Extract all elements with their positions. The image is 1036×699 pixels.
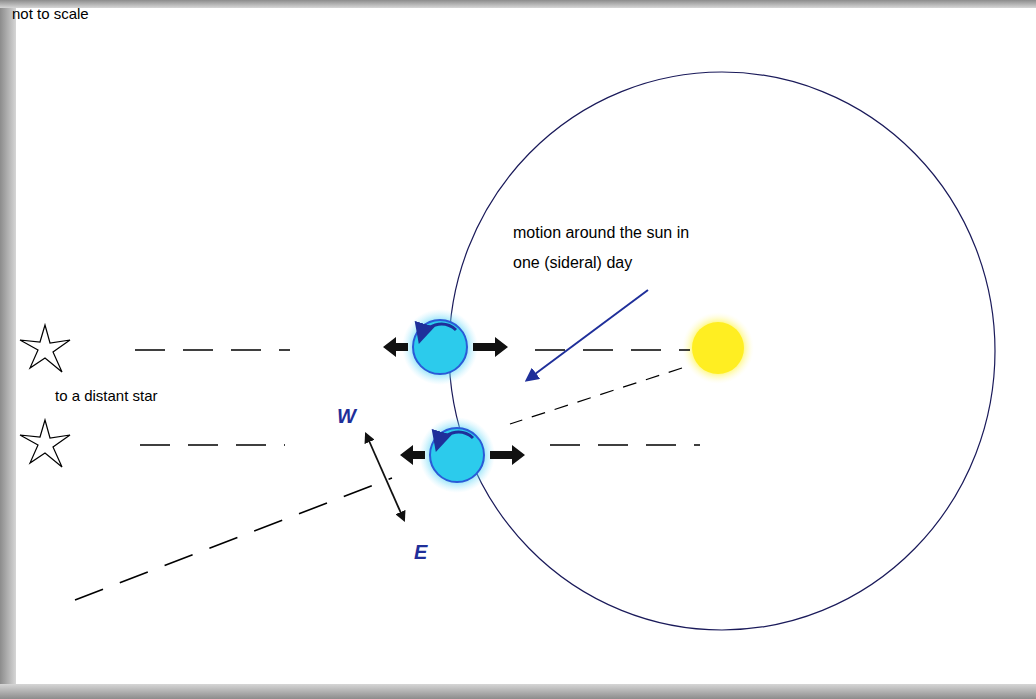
earth-glow	[402, 309, 478, 385]
star-symbol	[20, 420, 70, 467]
direction-letter: W	[337, 404, 356, 428]
earth-glow	[419, 417, 495, 493]
sun-line	[510, 368, 682, 424]
earth	[430, 428, 484, 482]
leader-arrow	[527, 290, 648, 380]
sight-line	[75, 478, 392, 600]
motion-arrow	[383, 337, 408, 357]
rotation-arrow	[437, 432, 473, 448]
star-label: to a distant star	[55, 386, 158, 406]
sight-line	[550, 444, 700, 446]
frame-bar	[0, 0, 16, 699]
motion-arrow	[400, 445, 425, 465]
orbit	[449, 72, 995, 630]
motion-arrow	[473, 337, 508, 357]
rotation-arrow	[420, 324, 456, 340]
direction-arrow	[366, 434, 404, 520]
scale-note: not to scale	[12, 4, 89, 24]
sight-line	[535, 349, 690, 351]
star-symbol	[20, 325, 70, 372]
sight-line	[135, 349, 290, 351]
sun-glow	[682, 312, 754, 384]
frame-bar	[0, 684, 1036, 699]
frame-bar	[0, 0, 1036, 8]
motion-arrow	[490, 445, 525, 465]
sight-line	[140, 444, 285, 446]
direction-letter: E	[414, 540, 427, 564]
earth	[413, 320, 467, 374]
motion-label: motion around the sun in one (sideral) d…	[513, 218, 691, 278]
sun	[692, 322, 744, 374]
